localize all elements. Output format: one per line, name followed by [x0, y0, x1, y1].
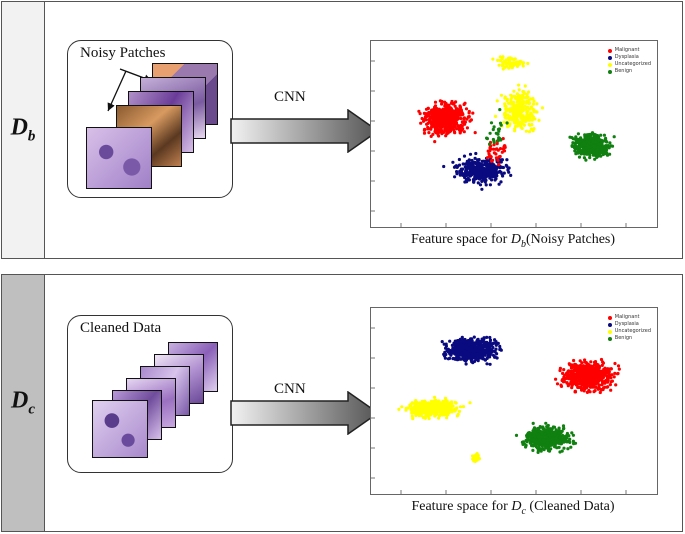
plot-legend: Malignant Dysplasia Uncategorized Benign [607, 47, 651, 75]
cluster-uncategorized [494, 83, 544, 134]
cluster-malignant [417, 99, 477, 144]
cluster-malignant [554, 357, 621, 395]
legend-dysplasia: Dysplasia [614, 321, 639, 327]
cnn-arrow-top [230, 109, 380, 153]
dataset-label-dc: Dc [10, 387, 35, 418]
noisy-patches-title: Noisy Patches [80, 45, 166, 61]
cnn-label-top: CNN [274, 89, 306, 105]
legend-malignant: Malignant [614, 314, 640, 320]
panel-side-label: Dc [2, 275, 45, 531]
cluster-dysplasia [442, 151, 513, 191]
plot-legend: Malignant Dysplasia Uncategorized Benign [607, 314, 651, 342]
scatter-cleaned [371, 327, 627, 494]
feature-space-plot-noisy: Malignant Dysplasia Uncategorized Benign [370, 40, 658, 228]
noisy-patches-box: Noisy Patches [67, 40, 233, 198]
patch-image-5 [86, 127, 152, 189]
scatter-benign-mixed [485, 108, 509, 146]
panel-cleaned: Dc Cleaned Data CNN Malignant Dysplasia … [1, 274, 683, 532]
panel-side-label: Db [2, 2, 45, 258]
legend-uncategorized: Uncategorized [614, 61, 651, 67]
clean-patch-6 [92, 400, 148, 458]
cnn-label-bottom: CNN [274, 381, 306, 397]
dataset-label-db: Db [10, 114, 36, 145]
cluster-uncategorized-top [491, 55, 530, 71]
cluster-uncategorized-small [470, 452, 481, 463]
scatter-noisy [371, 55, 627, 227]
cluster-benign [568, 131, 616, 162]
cluster-uncategorized [397, 395, 472, 421]
caption-cleaned: Feature space for Dc (Cleaned Data) [411, 499, 615, 517]
panel-noisy: Db Noisy Patches CNN Malignant Dysplasia… [1, 1, 683, 259]
cnn-arrow-bottom [230, 391, 380, 435]
legend-benign: Benign [614, 335, 633, 341]
legend-malignant: Malignant [614, 47, 640, 53]
cleaned-data-title: Cleaned Data [80, 320, 162, 336]
feature-space-plot-cleaned: Malignant Dysplasia Uncategorized Benign [370, 307, 658, 495]
legend-dysplasia: Dysplasia [614, 54, 639, 60]
legend-benign: Benign [614, 68, 633, 74]
scatter-malignant-mixed [485, 137, 507, 167]
cleaned-data-box: Cleaned Data [67, 315, 233, 473]
cluster-dysplasia [440, 335, 503, 366]
caption-noisy: Feature space for Db(Noisy Patches) [410, 232, 616, 250]
cluster-benign [514, 421, 578, 454]
legend-uncategorized: Uncategorized [614, 328, 651, 334]
